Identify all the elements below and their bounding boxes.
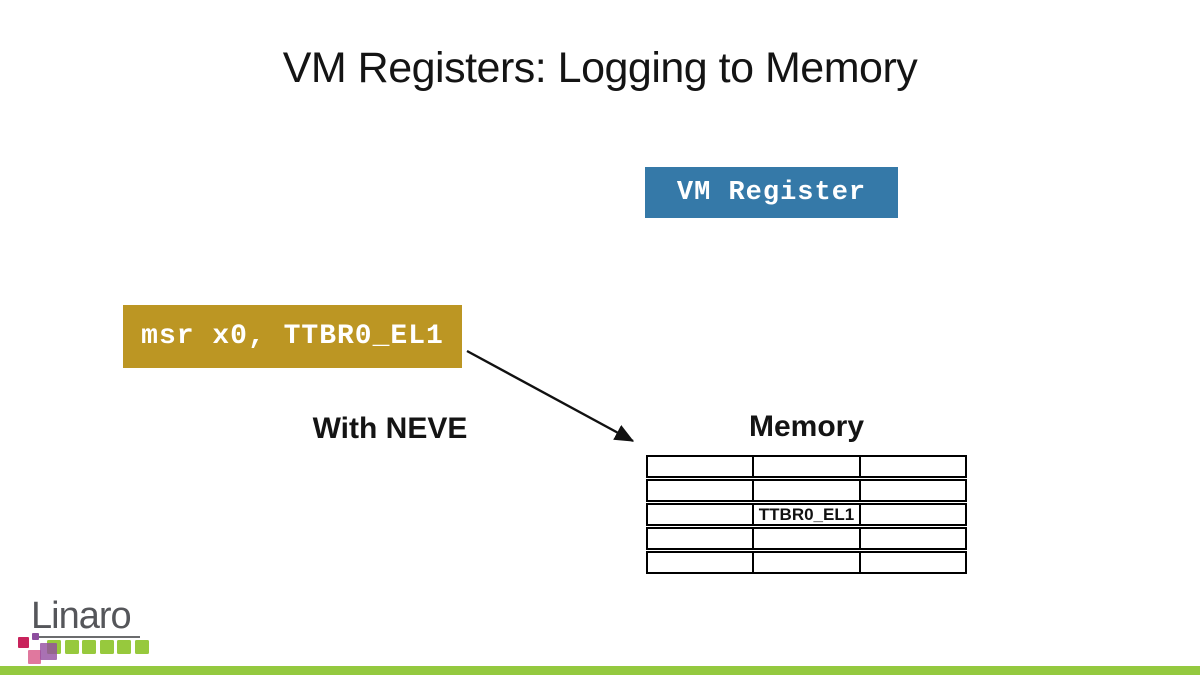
pink-square-icon [28,650,41,664]
table-cell [648,553,752,572]
table-cell [752,553,861,572]
linaro-logo-text: Linaro [31,595,132,637]
table-cell [752,457,861,476]
table-cell [861,553,965,572]
table-row [646,551,967,574]
table-cell [648,529,752,548]
linaro-logo-green-squares [47,640,149,654]
table-row [646,527,967,550]
linaro-logo-underline [33,636,140,638]
green-square-icon [134,640,149,654]
green-square-icon [64,640,79,654]
table-cell [861,457,965,476]
table-cell [648,505,752,524]
purple-square-icon [40,643,57,660]
green-square-icon [82,640,96,654]
green-square-icon [99,640,114,654]
crimson-square-icon [18,637,29,648]
table-cell [648,457,752,476]
slide-title: VM Registers: Logging to Memory [282,44,918,92]
with-neve-label: With NEVE [312,412,468,445]
table-cell [861,529,965,548]
table-cell [752,481,861,500]
memory-label: Memory [748,410,865,443]
vm-register-box: VM Register [645,167,898,218]
msr-instruction-box: msr x0, TTBR0_EL1 [123,305,462,368]
table-cell [861,505,965,524]
memory-table: TTBR0_EL1 [646,455,967,575]
green-square-icon [117,640,131,654]
table-cell-ttbr0-el1: TTBR0_EL1 [752,505,861,524]
table-cell [648,481,752,500]
table-row: TTBR0_EL1 [646,503,967,526]
small-purple-square-icon [32,633,39,640]
msr-instruction-label: msr x0, TTBR0_EL1 [141,321,444,352]
vm-register-box-label: VM Register [676,177,867,208]
table-row [646,455,967,478]
table-cell [861,481,965,500]
table-row [646,479,967,502]
table-cell [752,529,861,548]
footer-accent-bar [0,666,1200,675]
